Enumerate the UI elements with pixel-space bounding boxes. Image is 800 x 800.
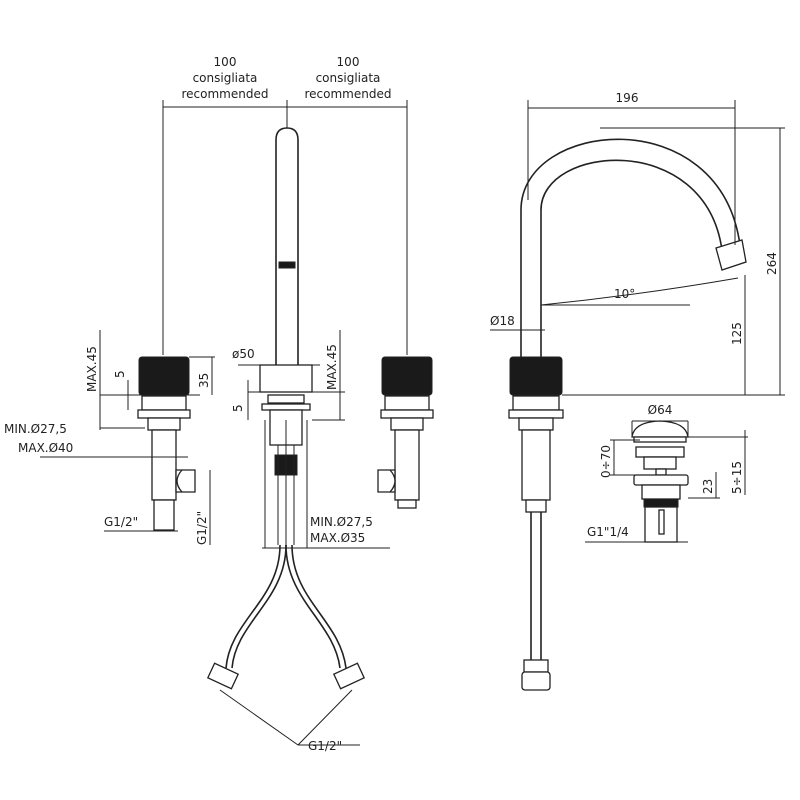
front-spout: G1/2" ø50 5 MAX.45 MIN.Ø27,5 MAX.Ø35 <box>206 127 390 753</box>
spout-hole-min: MIN.Ø27,5 <box>310 515 373 529</box>
waste-thickness-range: 0÷70 <box>599 445 613 478</box>
left-height: 35 <box>197 373 211 388</box>
waste-adjust-range: 5÷15 <box>730 461 744 494</box>
left-hole-min: MIN.Ø27,5 <box>4 422 67 436</box>
hose-connection-label: G1/2" <box>308 739 342 753</box>
spacing-right-line2: recommended <box>305 87 392 101</box>
left-max-thickness: MAX.45 <box>85 346 99 392</box>
spacing-left-value: 100 <box>214 55 237 69</box>
side-view-mixer: 196 264 125 10° Ø18 <box>490 91 785 691</box>
spacing-left-line2: recommended <box>182 87 269 101</box>
right-handle-valve <box>377 356 434 509</box>
angle-label: 10° <box>614 287 635 301</box>
left-offset: 5 <box>113 370 127 378</box>
left-handle-valve: MAX.45 5 35 MIN.Ø27,5 MAX.Ø40 G1/2" G1/2… <box>4 330 215 545</box>
left-hole-max: MAX.Ø40 <box>18 441 73 455</box>
spacing-right-line1: consigliata <box>316 71 381 85</box>
waste-diameter: Ø64 <box>648 403 673 417</box>
spout-hole-max: MAX.Ø35 <box>310 531 365 545</box>
spacing-left-line1: consigliata <box>193 71 258 85</box>
pop-up-waste: Ø64 0÷70 5÷15 23 G1"1/4 <box>585 403 748 543</box>
left-side-outlet: G1/2" <box>195 511 209 545</box>
clearance-label: 125 <box>730 322 744 345</box>
reach-label: 196 <box>616 91 639 105</box>
spout-diameter-label: Ø18 <box>490 314 515 328</box>
left-outlet: G1/2" <box>104 515 138 529</box>
spout-base-max-thickness: MAX.45 <box>325 344 339 390</box>
waste-height: 23 <box>701 479 715 494</box>
spacing-right-value: 100 <box>337 55 360 69</box>
waste-thread: G1"1/4 <box>587 525 629 539</box>
spout-base-offset: 5 <box>231 404 245 412</box>
height-label: 264 <box>765 252 779 275</box>
spout-base-diameter: ø50 <box>232 347 255 361</box>
spacing-dimension: 100 consigliata recommended 100 consigli… <box>162 55 408 355</box>
